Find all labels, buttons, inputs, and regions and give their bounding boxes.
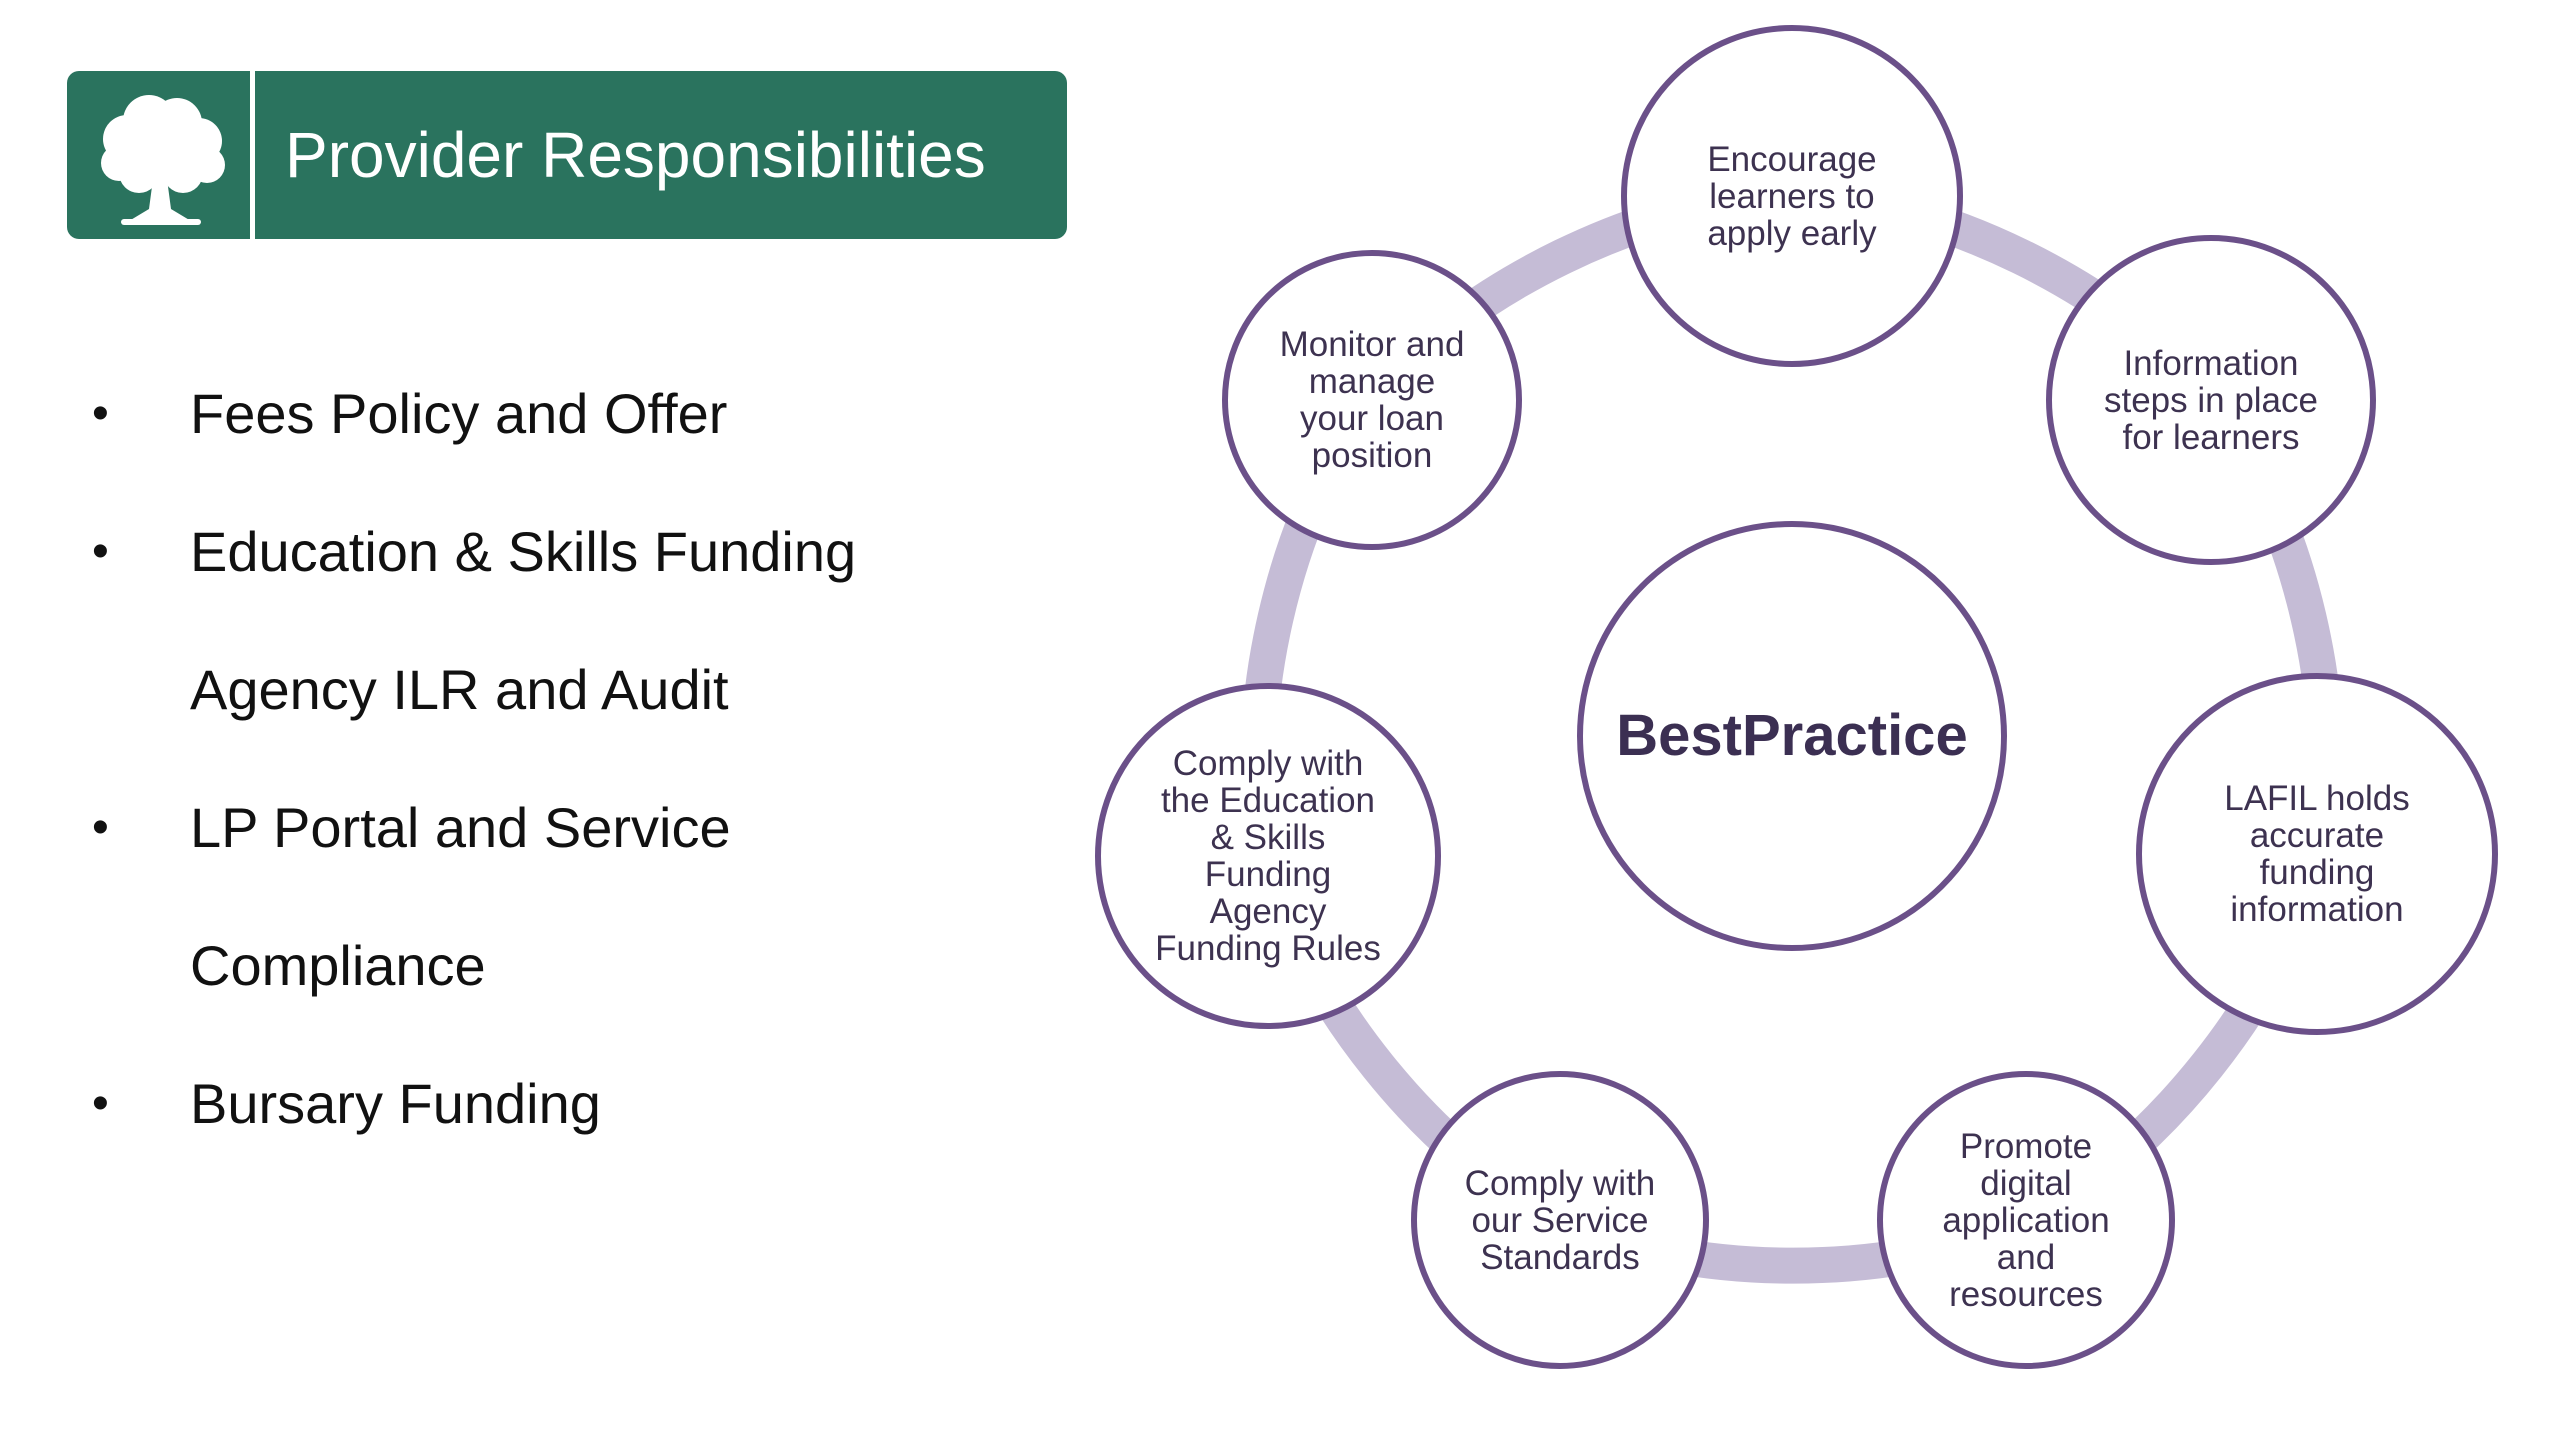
banner-divider <box>250 71 255 239</box>
list-item-text: LP Portal and Service <box>190 796 731 859</box>
center-node <box>1577 521 2007 951</box>
list-item-text: Compliance <box>190 934 486 997</box>
center-node-label-line: Practice <box>1741 703 1968 768</box>
center-node-label-lines: BestPractice <box>1616 704 1967 768</box>
node-encourage-learners-label-line: learners to <box>1709 176 1875 216</box>
bullet-icon: • <box>92 801 109 854</box>
list-item: • Bursary Funding <box>80 1035 1080 1173</box>
center-node-label-line: Best <box>1616 703 1742 768</box>
oak-tree-icon <box>67 71 250 239</box>
responsibilities-list: • Fees Policy and Offer • Education & Skill… <box>80 345 1080 1173</box>
node-promote-digital-label-line: and <box>1996 1237 2056 1277</box>
node-promote-digital-label-line: digital <box>1980 1163 2072 1203</box>
node-monitor-loan-label-line: Monitor and <box>1279 325 1465 364</box>
header-banner: Provider Responsibilities <box>67 71 1067 239</box>
node-encourage-learners-label-line: apply early <box>1707 213 1877 253</box>
node-comply-funding-rules-label-line: & Skills <box>1210 818 1326 857</box>
node-comply-service-standards-label-line: our Service <box>1471 1200 1649 1240</box>
node-comply-funding-rules <box>1095 683 1441 1029</box>
bullet-icon: • <box>92 525 109 578</box>
node-promote-digital-label-line: application <box>1942 1200 2110 1240</box>
node-monitor-loan-label-line: your loan <box>1300 399 1444 438</box>
node-comply-funding-rules-label-line: the Education <box>1160 781 1376 820</box>
node-comply-funding-rules-label-line: Comply with <box>1172 744 1364 783</box>
node-monitor-loan-label-line: manage <box>1308 362 1436 401</box>
node-lafil-holds-label-line: information <box>2230 890 2404 929</box>
node-comply-funding-rules-label-line: Agency <box>1209 892 1327 931</box>
node-encourage-learners <box>1621 25 1963 367</box>
center-node-label: BestPractice <box>1612 524 1972 948</box>
page-title: Provider Responsibilities <box>285 119 986 191</box>
list-item-text: Agency ILR and Audit <box>190 658 729 721</box>
node-comply-service-standards-label-line: Comply with <box>1464 1163 1656 1203</box>
list-item-text: Bursary Funding <box>190 1072 601 1135</box>
list-item-text: Education & Skills Funding <box>190 520 857 583</box>
node-promote-digital-label-line: resources <box>1949 1274 2103 1314</box>
list-item: • Fees Policy and Offer <box>80 345 1080 483</box>
node-information-steps <box>2046 235 2376 565</box>
node-information-steps-label-line: for learners <box>2122 417 2300 457</box>
node-comply-service-standards <box>1411 1071 1709 1369</box>
node-lafil-holds-label-line: funding <box>2259 853 2375 892</box>
node-encourage-learners-label-line: Encourage <box>1707 139 1877 179</box>
node-information-steps-label-line: steps in place <box>2103 380 2318 420</box>
node-lafil-holds-label-line: accurate <box>2249 816 2385 855</box>
list-item-text: Fees Policy and Offer <box>190 382 728 445</box>
node-lafil-holds-label-line: LAFIL holds <box>2224 779 2410 818</box>
node-comply-funding-rules-label-line: Funding <box>1204 855 1332 894</box>
node-information-steps-label-line: Information <box>2123 343 2299 383</box>
node-comply-funding-rules-label-line: Funding Rules <box>1155 929 1381 968</box>
node-lafil-holds <box>2136 673 2498 1035</box>
node-promote-digital-label-line: Promote <box>1959 1126 2093 1166</box>
bullet-icon: • <box>92 387 109 440</box>
node-monitor-loan <box>1222 250 1522 550</box>
node-promote-digital <box>1877 1071 2175 1369</box>
node-comply-service-standards-label-line: Standards <box>1480 1237 1640 1277</box>
node-monitor-loan-label-line: position <box>1311 436 1433 475</box>
bullet-icon: • <box>92 1077 109 1130</box>
